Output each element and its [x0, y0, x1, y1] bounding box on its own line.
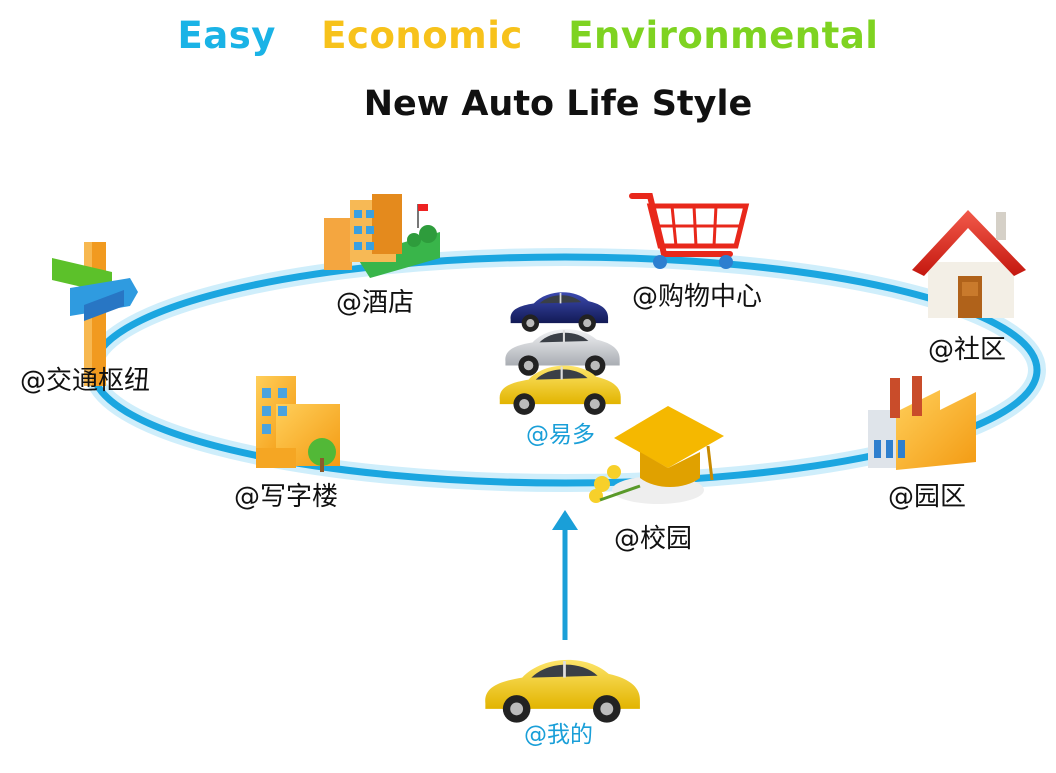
node-label-center: @易多 — [526, 422, 595, 448]
slogan-economic: Economic — [321, 14, 523, 57]
slogan-environmental: Environmental — [568, 14, 879, 57]
office-building-icon — [256, 376, 340, 472]
subtitle: New Auto Life Style — [363, 84, 753, 124]
node-label-office: @写字楼 — [234, 482, 339, 512]
node-label-park: @园区 — [888, 482, 967, 512]
car-fleet-icon — [498, 291, 622, 416]
shopping-cart-icon — [629, 193, 750, 269]
slogan-headline: Easy Economic Environmental — [0, 14, 1056, 57]
up-arrow — [552, 510, 578, 640]
factory-icon — [868, 376, 976, 470]
node-label-transport: @交通枢纽 — [20, 366, 151, 396]
slogan-easy: Easy — [177, 14, 276, 57]
node-label-hotel: @酒店 — [336, 288, 415, 318]
graduation-cap-icon — [589, 406, 724, 504]
node-label-campus: @校园 — [614, 524, 693, 554]
yellow-car-icon — [483, 658, 642, 725]
node-label-mall: @购物中心 — [632, 282, 763, 312]
hotel-building-icon — [324, 194, 440, 278]
house-icon — [912, 210, 1026, 318]
node-label-mine: @我的 — [524, 722, 593, 748]
signpost-icon — [52, 242, 138, 386]
node-label-community: @社区 — [928, 335, 1007, 365]
